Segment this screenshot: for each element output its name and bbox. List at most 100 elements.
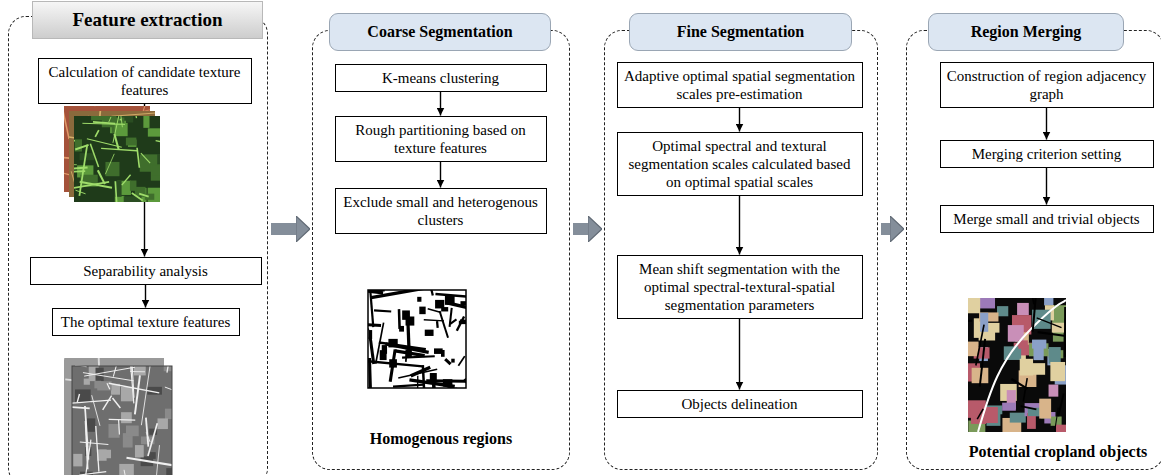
- region-line: [447, 303, 466, 311]
- feature-line: [79, 472, 106, 475]
- feature-patch: [119, 464, 134, 475]
- texture-line: [74, 134, 75, 141]
- region-blob: [417, 297, 421, 302]
- step-text: Objects delineation: [623, 395, 857, 413]
- region-line: [457, 316, 464, 330]
- cropland-edge: [1030, 298, 1034, 304]
- feature-line: [109, 383, 160, 393]
- texture-line: [127, 116, 136, 118]
- feature-patch: [134, 366, 146, 375]
- region-line: [398, 309, 401, 329]
- feature-line: [141, 366, 150, 425]
- feature-patch: [121, 387, 133, 401]
- texture-line: [105, 154, 114, 174]
- panel-header: Feature extraction: [32, 1, 263, 39]
- texture-line: [79, 145, 87, 196]
- flow-arrow: [1046, 168, 1047, 205]
- process-box: Objects delineation: [617, 390, 863, 418]
- panel-title: Feature extraction: [72, 9, 222, 31]
- texture-patch: [143, 116, 149, 128]
- texture-image-ground: [74, 116, 160, 202]
- step-text: Calculation of candidate texture feature…: [44, 63, 246, 99]
- step-text: Rough partitioning based on texture feat…: [341, 121, 541, 157]
- feature-line: [92, 395, 100, 426]
- feature-patch: [100, 450, 111, 458]
- region-line: [390, 349, 395, 381]
- feature-line: [167, 366, 168, 373]
- process-box: Calculation of candidate texture feature…: [38, 58, 252, 104]
- region-line: [460, 320, 466, 321]
- feature-image: [64, 358, 164, 475]
- cropland-patch: [1017, 303, 1029, 315]
- feature-patch: [97, 381, 111, 390]
- region-blob: [441, 307, 448, 311]
- region-line: [370, 358, 371, 388]
- process-box: Construction of region adjacency graph: [940, 62, 1154, 108]
- texture-line: [141, 153, 150, 163]
- feature-patch: [121, 412, 132, 423]
- texture-line: [74, 182, 109, 191]
- panel-header: Region Merging: [928, 13, 1124, 51]
- region-blob: [425, 330, 434, 336]
- region-map-frame: [368, 290, 466, 388]
- texture-patch: [126, 138, 136, 146]
- step-text: Separability analysis: [36, 262, 256, 280]
- feature-patch: [165, 409, 172, 419]
- region-line: [423, 290, 432, 296]
- cropland-edge: [1038, 332, 1066, 338]
- cropland-patch: [968, 298, 980, 313]
- feature-line: [165, 387, 172, 390]
- feature-line: [96, 426, 99, 472]
- feature-patch: [87, 418, 96, 431]
- region-line: [450, 319, 456, 324]
- texture-patch: [80, 153, 95, 160]
- region-blob: [419, 307, 425, 315]
- flow-arrow: [440, 92, 441, 116]
- panel-title: Region Merging: [971, 23, 1082, 41]
- feature-line: [156, 445, 160, 475]
- flow-arrow: [739, 196, 740, 255]
- region-blob: [451, 359, 454, 363]
- process-box: Rough partitioning based on texture feat…: [335, 116, 547, 162]
- block-arrow: [881, 223, 890, 235]
- region-line: [385, 344, 428, 353]
- process-box: Separability analysis: [30, 257, 262, 285]
- region-line: [435, 294, 466, 297]
- texture-line: [75, 190, 85, 194]
- region-blob: [382, 345, 387, 354]
- stage-panel: Coarse SegmentationK-means clusteringRou…: [312, 30, 570, 470]
- texture-line: [75, 145, 88, 150]
- texture-line: [101, 148, 137, 150]
- panel-header: Fine Segmentation: [629, 13, 852, 51]
- step-text: K-means clustering: [341, 69, 541, 87]
- texture-line: [156, 141, 160, 149]
- feature-line: [64, 358, 65, 359]
- region-line: [440, 311, 448, 338]
- feature-line: [83, 373, 134, 381]
- texture-patch: [91, 116, 103, 120]
- texture-line: [95, 130, 99, 137]
- cropland-patch: [1056, 425, 1066, 432]
- process-box: The optimal texture features: [52, 308, 240, 336]
- stage-panel: Feature extractionCalculation of candida…: [8, 16, 268, 475]
- feature-line: [146, 418, 148, 447]
- texture-line: [94, 106, 96, 107]
- cropland-edge: [1021, 406, 1037, 409]
- texture-line: [111, 113, 155, 117]
- feature-line: [72, 406, 90, 408]
- process-box: Optimal spectral and textural segmentati…: [617, 132, 863, 196]
- cropland-road: [978, 300, 1066, 432]
- panel-title: Fine Segmentation: [677, 23, 805, 41]
- image-caption: Potential cropland objects: [969, 443, 1147, 461]
- process-box: Exclude small and heterogenous clusters: [335, 188, 547, 234]
- feature-line: [109, 419, 136, 421]
- texture-line: [64, 106, 69, 139]
- feature-image: [72, 366, 172, 475]
- process-box: Merge small and trivial objects: [940, 205, 1154, 233]
- region-line: [436, 321, 439, 328]
- step-text: Adaptive optimal spatial segmentation sc…: [623, 67, 857, 103]
- cropland-patch: [1002, 403, 1016, 411]
- texture-line: [139, 194, 149, 197]
- cropland-patch: [1020, 359, 1033, 376]
- feature-line: [129, 366, 134, 403]
